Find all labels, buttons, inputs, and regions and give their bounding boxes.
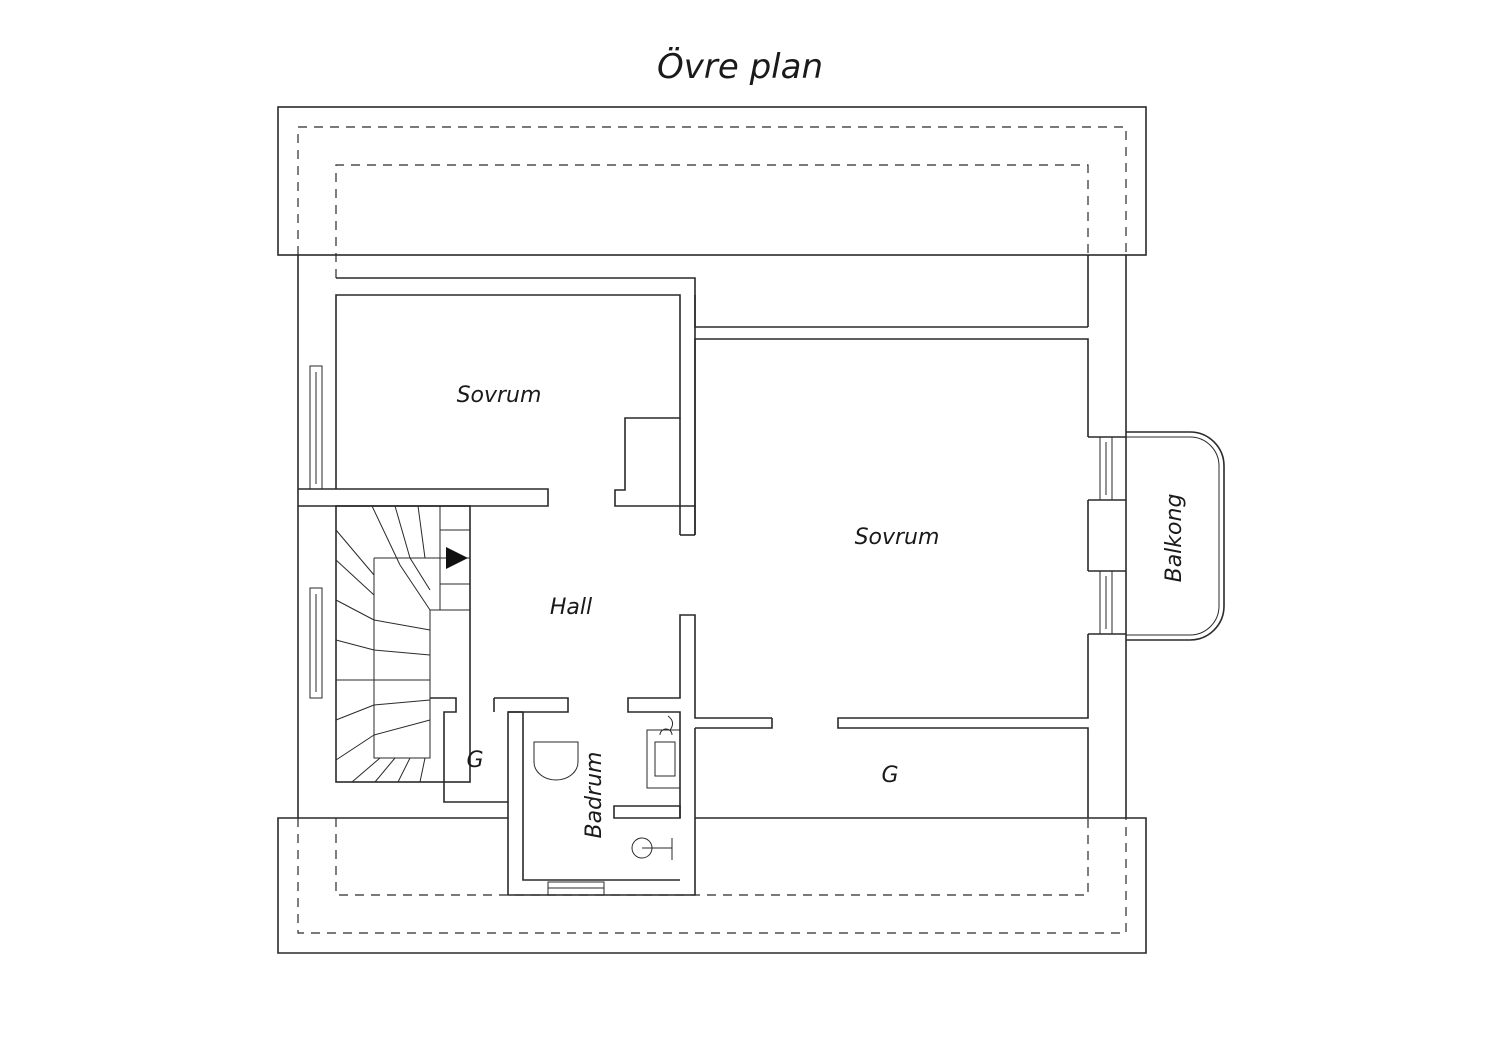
- room-label-storage-left: G: [466, 748, 483, 773]
- left-windows: [309, 365, 323, 699]
- left-storage-walls: [430, 697, 569, 895]
- bottom-eave: [277, 817, 1147, 954]
- room-label-sovrum-large: Sovrum: [855, 525, 940, 550]
- plan-title: Övre plan: [657, 46, 823, 87]
- stair-direction-arrow-icon: [446, 547, 468, 569]
- room-label-hall: Hall: [550, 595, 592, 620]
- top-eave: [277, 106, 1147, 278]
- room-label-storage-right: G: [881, 763, 898, 788]
- large-bedroom-walls: [627, 338, 1089, 818]
- balcony: [1126, 431, 1225, 641]
- room-label-balkong: Balkong: [1162, 494, 1187, 583]
- room-label-badrum: Badrum: [582, 752, 607, 839]
- room-label-sovrum-small: Sovrum: [457, 383, 542, 408]
- bathroom: [508, 712, 696, 896]
- small-bedroom-walls: [298, 294, 696, 536]
- staircase: [335, 505, 471, 783]
- right-windows: [1088, 436, 1126, 635]
- toilet-icon: [533, 741, 579, 781]
